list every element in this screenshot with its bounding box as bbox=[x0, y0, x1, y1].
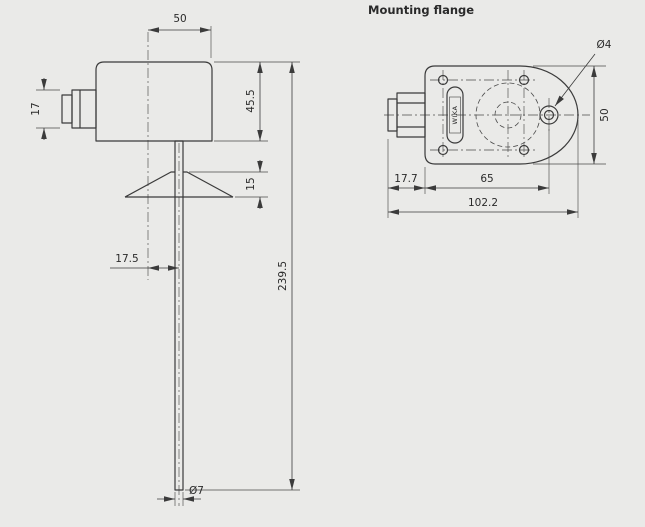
dim-label-axis-offset: 17.5 bbox=[115, 253, 138, 265]
dim-label-head-width: 50 bbox=[173, 13, 186, 25]
connection-head bbox=[95, 61, 213, 142]
end-hole-boss bbox=[539, 105, 559, 125]
label-slot bbox=[446, 86, 464, 144]
dim-label-head-height: 45.5 bbox=[245, 89, 257, 112]
hidden-neck-outline bbox=[494, 101, 522, 129]
flange-view-title: Mounting flange bbox=[368, 3, 474, 17]
dimension-flange-total-length: 102.2 bbox=[388, 120, 579, 218]
dimension-head-height: 45.5 bbox=[214, 61, 300, 142]
brand-label: WIKA bbox=[451, 105, 459, 124]
probe-stem bbox=[174, 140, 184, 491]
dimension-cone-height: 15 bbox=[189, 160, 268, 209]
dimension-flange-height: 50 bbox=[533, 65, 611, 165]
dim-label-hole-offset: 65 bbox=[480, 173, 493, 185]
dim-label-flange-height: 50 bbox=[599, 108, 611, 121]
side-view: 50 45.5 15 239.5 17 bbox=[30, 13, 300, 506]
dimension-hole-diameter: Ø4 bbox=[554, 39, 612, 107]
dim-label-flange-total-length: 102.2 bbox=[468, 197, 498, 209]
dim-label-gland-height: 17 bbox=[30, 102, 42, 115]
dimension-probe-diameter: Ø7 bbox=[157, 485, 204, 506]
mounting-hole-bottom-right bbox=[518, 144, 530, 156]
dimension-gland-height: 17 bbox=[30, 78, 60, 140]
dim-label-cone-height: 15 bbox=[245, 177, 257, 190]
mounting-hole-bottom-left bbox=[437, 144, 449, 156]
label-plate bbox=[449, 96, 461, 134]
mounting-hole-top-left bbox=[437, 74, 449, 86]
dim-label-gland-length: 17.7 bbox=[394, 173, 417, 185]
dimension-axis-offset: 17.5 bbox=[110, 253, 179, 271]
dimension-hole-offset: 65 bbox=[425, 126, 550, 194]
flange-cone bbox=[124, 171, 234, 198]
dimension-head-width: 50 bbox=[148, 13, 212, 58]
flange-view: Mounting flange WIKA bbox=[368, 3, 612, 218]
dim-label-probe-diameter: Ø7 bbox=[189, 485, 204, 497]
cable-gland-body bbox=[71, 89, 97, 129]
mounting-hole-top-right bbox=[518, 74, 530, 86]
end-hole bbox=[543, 109, 555, 121]
dimension-total-length: 239.5 bbox=[185, 62, 300, 491]
gland-end-body bbox=[396, 92, 426, 138]
dim-label-hole-diameter: Ø4 bbox=[597, 39, 612, 51]
mounting-flange-plate bbox=[424, 65, 579, 165]
dim-label-total-length: 239.5 bbox=[277, 261, 289, 291]
